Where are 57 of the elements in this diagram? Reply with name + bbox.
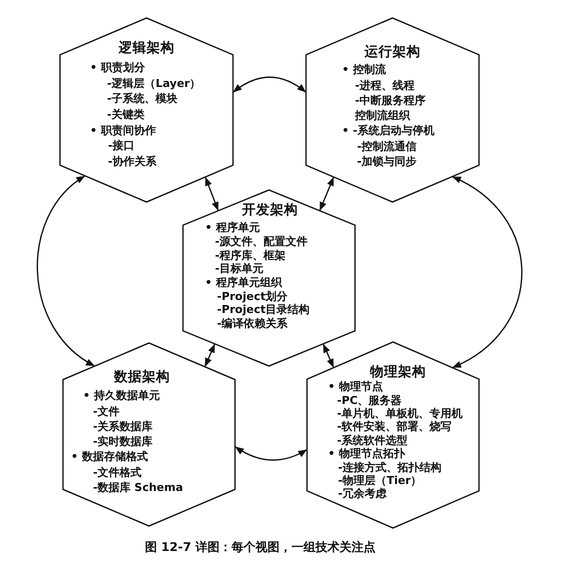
curved-double-headed-arrow [232, 76, 306, 93]
view-heading: 开发架构 [242, 202, 298, 219]
curved-double-headed-arrow [452, 176, 522, 368]
list-item: -文件格式 [93, 464, 142, 480]
list-item: • 物理节点拓扑 [328, 447, 405, 461]
list-item: -冗余考虑 [338, 487, 387, 501]
list-item: -进程、线程 [355, 78, 415, 93]
list-item: -连接方式、拓扑结构 [338, 460, 442, 474]
list-item: -单片机、单板机、专用机 [337, 407, 463, 420]
list-item: -数据库 Schema [93, 480, 184, 496]
double-headed-arrow [204, 344, 216, 368]
hexagon-node [307, 342, 479, 528]
list-item: -物理层（Tier） [338, 474, 422, 488]
list-item: • 职责间协作 [90, 122, 156, 138]
list-item: -源文件、配置文件 [215, 234, 308, 249]
list-item: 控制流组织 [355, 108, 410, 124]
list-item: -逻辑层（Layer） [107, 76, 201, 92]
view-heading: 物理架构 [370, 364, 426, 380]
hexagon-node [306, 18, 479, 202]
list-item: -编译依赖关系 [217, 317, 288, 331]
list-item: -关系数据库 [93, 418, 153, 434]
view-heading: 逻辑架构 [118, 40, 174, 57]
list-item: • 数据存储格式 [71, 449, 148, 465]
list-item: -关键类 [107, 107, 145, 123]
list-item: -程序库、框架 [215, 248, 286, 262]
list-item: -文件 [93, 404, 120, 419]
list-item: -加锁与同步 [357, 154, 417, 170]
list-item: -中断服务程序 [355, 92, 426, 108]
list-item: -目标单元 [215, 262, 264, 276]
curved-double-headed-arrow [234, 446, 308, 461]
list-item: • 持久数据单元 [83, 388, 160, 404]
view-heading: 运行架构 [364, 44, 420, 60]
list-item: -软件安装、部署、烧写 [337, 420, 452, 434]
list-item: -Project目录结构 [217, 303, 310, 317]
list-item: -控制流通信 [357, 138, 417, 154]
list-item: • 程序单元 [205, 221, 260, 235]
list-item: -子系统、模块 [107, 91, 178, 108]
list-item: -接口 [108, 138, 135, 154]
list-item: • 物理节点 [328, 380, 383, 394]
view-heading: 数据架构 [114, 368, 170, 386]
hexagon-node [183, 190, 355, 366]
double-headed-arrow [319, 176, 334, 212]
list-item: • 控制流 [342, 62, 386, 78]
double-headed-arrow [322, 344, 334, 368]
hexagon-node [60, 18, 233, 202]
list-item: -协作关系 [108, 154, 157, 170]
list-item: -系统软件选型 [337, 434, 408, 448]
hexagon-node [63, 343, 235, 526]
list-item: -Project划分 [217, 290, 288, 304]
list-item: • -系统启动与停机 [342, 123, 434, 139]
list-item: -实时数据库 [93, 434, 153, 450]
list-item: • 职责划分 [90, 60, 145, 76]
figure-caption: 图 12-7 详图：每个视图，一组技术关注点 [145, 540, 376, 555]
list-item: • 程序单元组织 [205, 276, 282, 290]
double-headed-arrow [204, 176, 219, 211]
list-item: -PC、服务器 [337, 394, 402, 408]
curved-double-headed-arrow [36, 175, 96, 367]
